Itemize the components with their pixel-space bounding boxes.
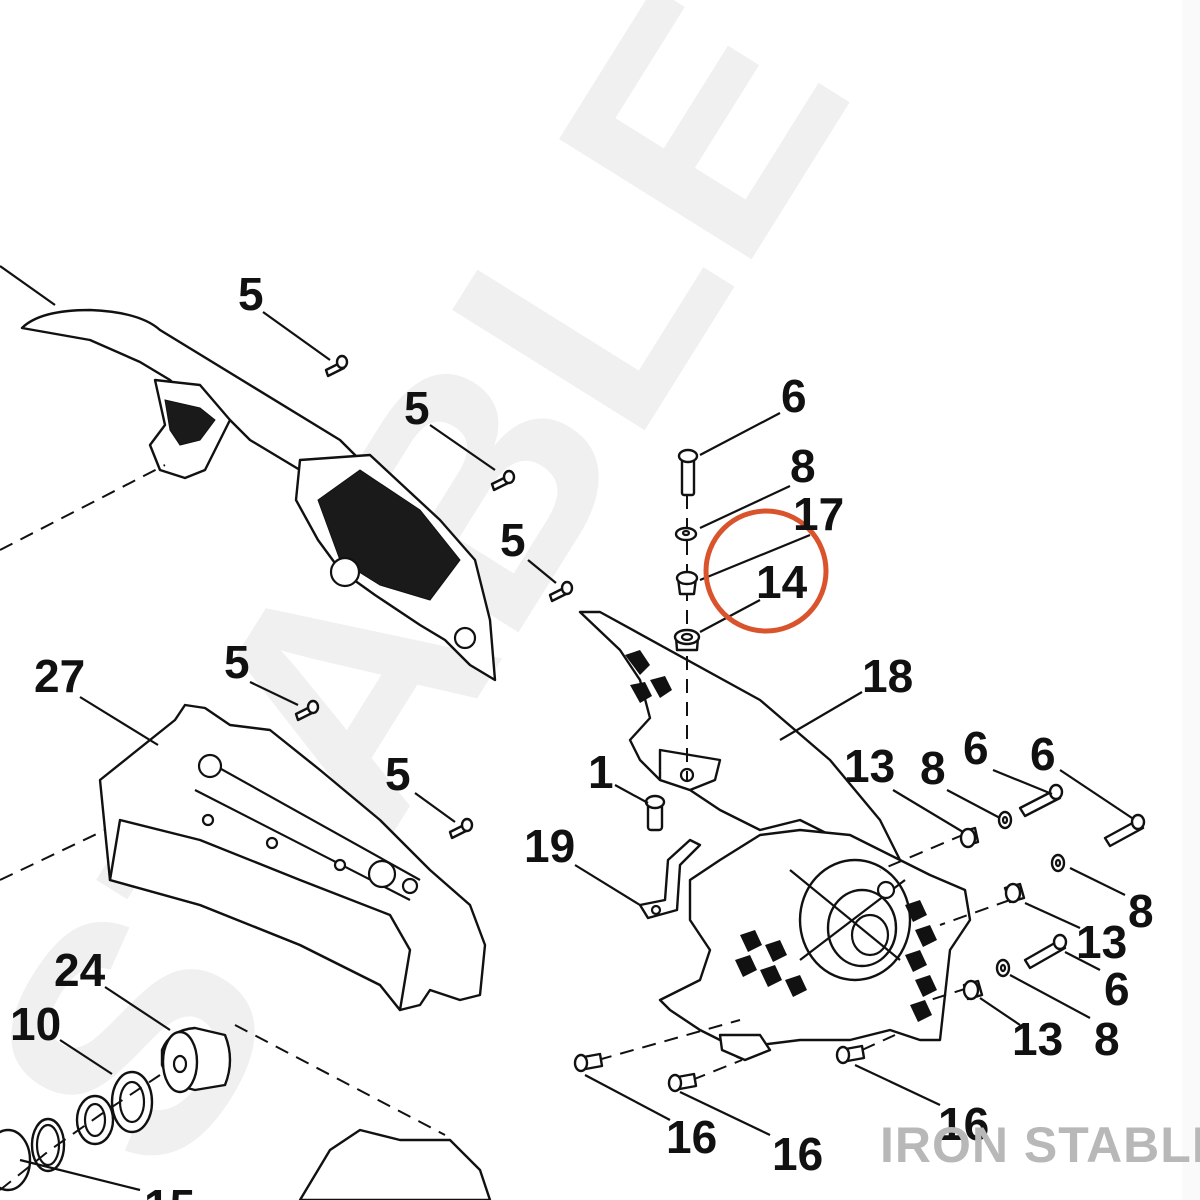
lower-belt-guard <box>0 703 487 1012</box>
callout-label: 18 <box>862 650 913 702</box>
callout-label: 15 <box>144 1180 195 1200</box>
callout-label: 27 <box>34 650 85 702</box>
callout-label: 1 <box>588 746 614 798</box>
highlight-ring <box>703 508 829 634</box>
right-edge-strip <box>1182 0 1200 1200</box>
bracket-19 <box>638 794 702 920</box>
callout-label: 16 <box>666 1111 717 1163</box>
callout-label: 6 <box>963 722 989 774</box>
callout-label: 5 <box>224 636 250 688</box>
callout-label: 14 <box>756 556 808 608</box>
callout-label: 8 <box>790 440 816 492</box>
callout-label: 8 <box>1094 1013 1120 1065</box>
callout-label: 5 <box>404 382 430 434</box>
brand-logo-text: IRON STABLE <box>880 1117 1200 1173</box>
callout-label: 16 <box>772 1128 823 1180</box>
callout-label: 6 <box>1030 728 1056 780</box>
screws-16 <box>573 1019 896 1093</box>
screw-5-a <box>324 354 349 378</box>
screw-5-b <box>490 469 516 492</box>
callout-label: 10 <box>10 998 61 1050</box>
callout-label: 24 <box>54 944 106 996</box>
upper-belt-guard <box>0 265 497 682</box>
screw-5-d <box>294 699 320 722</box>
callout-labels: 5 5 5 5 5 6 8 17 14 18 27 1 19 13 8 6 6 … <box>10 268 1154 1200</box>
callout-label: 13 <box>844 740 895 792</box>
screw-5-c <box>548 580 574 603</box>
arm-bracket <box>578 610 907 892</box>
callout-label: 5 <box>385 748 411 800</box>
callout-label: 8 <box>1128 885 1154 937</box>
screw-5-e <box>448 817 474 840</box>
right-fasteners <box>879 783 1146 1001</box>
leader-lines <box>19 311 1133 1192</box>
callout-label: 13 <box>1012 1013 1063 1065</box>
callout-label: 6 <box>781 370 807 422</box>
bearing-parts <box>0 1024 492 1200</box>
callout-label: 5 <box>238 268 264 320</box>
callout-label: 8 <box>920 742 946 794</box>
callout-label: 16 <box>938 1098 989 1150</box>
vertical-stack <box>673 448 701 780</box>
screws-5 <box>294 354 574 840</box>
clutch-cover <box>658 828 972 1062</box>
callout-label: 5 <box>500 514 526 566</box>
callout-label: 6 <box>1104 963 1130 1015</box>
callout-label: 13 <box>1076 916 1127 968</box>
callout-label: 17 <box>793 488 844 540</box>
callout-label: 19 <box>524 820 575 872</box>
